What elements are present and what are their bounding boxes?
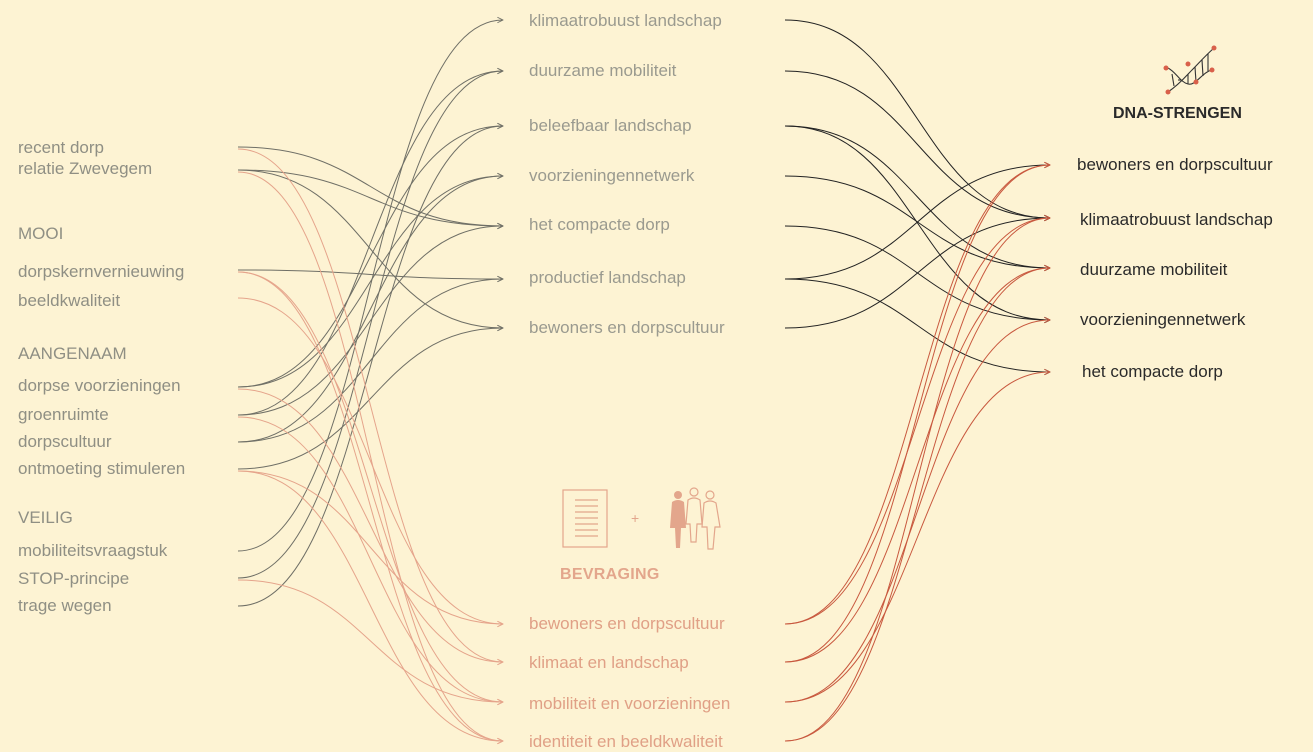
connector-middle-dna	[784, 278, 1050, 372]
connector-middle-dna	[784, 125, 1050, 320]
connector-left-bevraging	[237, 388, 503, 662]
document-icon	[562, 489, 608, 548]
middle-label-bewoners-en-dorpscultuur: bewoners en dorpscultuur	[529, 318, 725, 337]
connector-left-middle	[237, 71, 503, 416]
connector-left-bevraging	[237, 470, 503, 624]
connector-left-middle	[237, 169, 503, 328]
dna-label-het-compacte-dorp: het compacte dorp	[1082, 362, 1223, 381]
connector-left-middle	[237, 176, 503, 388]
left-label-dorpscultuur: dorpscultuur	[18, 432, 112, 451]
connector-left-bevraging	[237, 148, 503, 662]
connector-left-middle	[237, 269, 503, 279]
connector-left-bevraging	[237, 271, 503, 741]
connector-bevraging-dna	[784, 218, 1050, 742]
plus-sign: +	[631, 510, 640, 526]
left-heading-veilig: VEILIG	[18, 508, 73, 527]
connector-left-bevraging	[237, 271, 503, 702]
connector-bevraging-dna	[784, 165, 1050, 625]
connector-bevraging-dna	[784, 320, 1050, 703]
dna-label-duurzame-mobiliteit: duurzame mobiliteit	[1080, 260, 1228, 279]
middle-label-beleefbaar-landschap: beleefbaar landschap	[529, 116, 692, 135]
dna-label-voorzieningennetwerk: voorzieningennetwerk	[1080, 310, 1246, 329]
dna-label-klimaatrobuust: klimaatrobuust landschap	[1080, 210, 1273, 229]
bevraging-title: BEVRAGING	[560, 566, 660, 583]
left-label-stop-principe: STOP-principe	[18, 569, 130, 588]
connector-left-middle	[237, 126, 503, 388]
middle-label-klimaatrobuust-landschap: klimaatrobuust landschap	[529, 11, 722, 30]
left-label-ontmoeting-stimuleren: ontmoeting stimuleren	[18, 459, 186, 478]
connector-middle-dna	[784, 70, 1050, 218]
connector-left-middle	[237, 71, 503, 579]
connector-left-middle	[237, 226, 503, 416]
left-label-recent-dorp: recent dorp	[18, 138, 104, 157]
dna-label-bewoners: bewoners en dorpscultuur	[1077, 155, 1273, 174]
connector-left-bevraging	[237, 416, 503, 702]
connector-bevraging-dna	[784, 218, 1050, 625]
left-heading-mooi: MOOI	[18, 224, 64, 243]
connector-left-middle	[237, 146, 503, 226]
left-label-groenruimte: groenruimte	[18, 405, 109, 424]
bevraging-label-mobiliteit: mobiliteit en voorzieningen	[529, 694, 731, 713]
connector-middle-dna	[784, 19, 1050, 218]
connector-bevraging-dna	[784, 165, 1050, 663]
connector-bevraging-dna	[784, 372, 1050, 703]
connector-left-middle	[237, 279, 503, 443]
connector-left-middle	[237, 176, 503, 443]
middle-label-voorzieningennetwerk: voorzieningennetwerk	[529, 166, 695, 185]
bevraging-label-bewoners: bewoners en dorpscultuur	[529, 614, 725, 633]
bevraging-label-klimaat: klimaat en landschap	[529, 653, 689, 672]
connector-middle-dna	[784, 218, 1050, 329]
left-label-trage-wegen: trage wegen	[18, 596, 112, 615]
connector-middle-dna	[784, 125, 1050, 268]
bevraging-label-identiteit: identiteit en beeldkwaliteit	[529, 732, 723, 751]
connector-left-middle	[237, 328, 503, 470]
connector-middle-dna	[784, 165, 1050, 280]
connector-bevraging-dna	[784, 268, 1050, 663]
middle-label-duurzame-mobiliteit: duurzame mobiliteit	[529, 61, 677, 80]
connector-left-bevraging	[237, 171, 503, 741]
connector-left-bevraging	[237, 297, 503, 624]
middle-label-productief-landschap: productief landschap	[529, 268, 686, 287]
connector-left-middle	[237, 20, 503, 552]
people-icon	[670, 487, 721, 550]
left-label-relatie-zwevegem: relatie Zwevegem	[18, 159, 153, 178]
middle-label-het-compacte-dorp: het compacte dorp	[529, 215, 670, 234]
connector-left-bevraging	[237, 579, 503, 702]
connector-bevraging-dna	[784, 268, 1050, 742]
dna-title: DNA-STRENGEN	[1113, 105, 1242, 122]
left-label-beeldkwaliteit: beeldkwaliteit	[18, 291, 121, 310]
left-label-dorpskernvernieuwing: dorpskernvernieuwing	[18, 262, 185, 281]
connector-left-middle	[237, 169, 503, 226]
connector-left-middle	[237, 126, 503, 607]
left-heading-aangenaam: AANGENAAM	[18, 344, 127, 363]
dna-icon	[1163, 45, 1217, 95]
left-label-dorpse-voorzieningen: dorpse voorzieningen	[18, 376, 181, 395]
connector-left-bevraging	[237, 470, 503, 741]
left-label-mobiliteitsvraagstuk: mobiliteitsvraagstuk	[18, 541, 168, 560]
